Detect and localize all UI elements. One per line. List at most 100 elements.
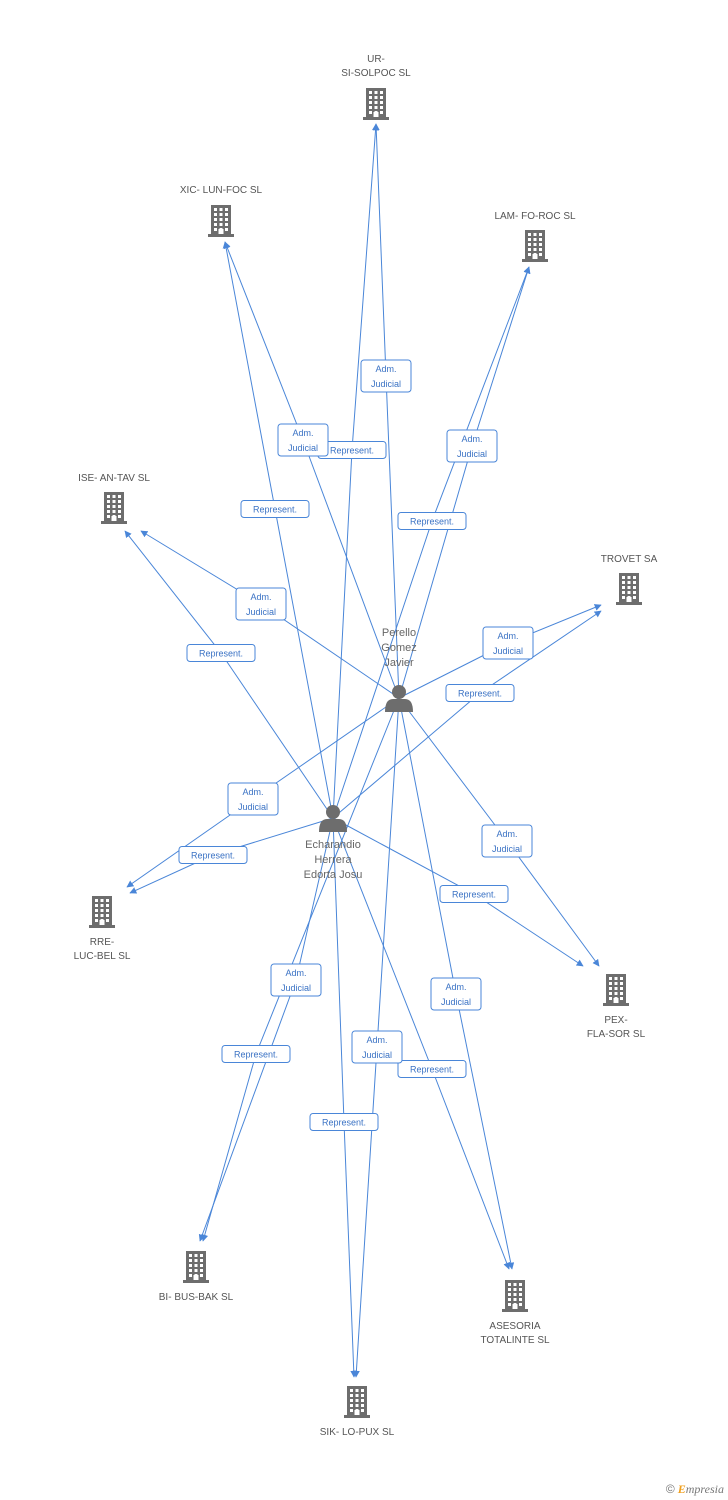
company-node-rre[interactable]: RRE-LUC-BEL SL — [74, 896, 131, 962]
edge-label-box — [235, 587, 287, 621]
edge-line — [332, 610, 602, 819]
edge-label-text: Represent. — [410, 517, 454, 527]
nodes-layer: UR-SI-SOLPOC SL XIC- LUN-FOC SL LAM- FO-RO… — [74, 54, 658, 1438]
edge-label-text: Represent. — [452, 890, 496, 900]
company-name: TOTALINTE SL — [480, 1335, 550, 1346]
edge-label-adm-judicial[interactable]: Adm.Judicial — [270, 963, 322, 997]
edge-label-text: Adm. — [445, 982, 466, 992]
company-name: PEX- — [604, 1015, 627, 1026]
company-node-asesoria[interactable]: ASESORIA TOTALINTE SL — [480, 1280, 550, 1346]
company-node-pex[interactable]: PEX- FLA-SOR SL — [587, 974, 646, 1040]
edge-echarandio-sik — [332, 817, 358, 1378]
building-icon — [522, 230, 548, 262]
edge-label-box — [277, 423, 329, 457]
edge-label-represent[interactable]: Represent. — [186, 644, 256, 662]
edge-label-adm-judicial[interactable]: Adm.Judicial — [235, 587, 287, 621]
edge-echarandio-trovet — [332, 610, 602, 819]
edge-echarandio-ise — [124, 530, 334, 819]
edge-label-text: Represent. — [253, 505, 297, 515]
edge-label-represent[interactable]: Represent. — [397, 1060, 467, 1078]
edge-label-box — [445, 684, 515, 702]
edge-label-adm-judicial[interactable]: Adm. Judicial — [482, 626, 534, 660]
edge-label-represent[interactable]: Represent. — [397, 512, 467, 530]
edge-label-text: Judicial — [281, 983, 311, 993]
edge-label-text: Judicial — [238, 802, 268, 812]
edge-echarandio-xic — [222, 241, 334, 819]
edge-echarandio-lam — [332, 266, 531, 819]
company-name: SIK- LO-PUX SL — [320, 1427, 395, 1438]
building-icon — [363, 88, 389, 120]
edge-label-adm-judicial[interactable]: Adm.Judicial — [446, 429, 498, 463]
company-node-sik[interactable]: SIK- LO-PUX SL — [320, 1386, 395, 1438]
company-name: TROVET SA — [601, 554, 658, 565]
company-name: RRE- — [90, 937, 114, 948]
edge-label-adm-judicial[interactable]: Adm.Judicial — [277, 423, 329, 457]
edge-label-adm-judicial[interactable]: Adm.Judicial — [430, 977, 482, 1011]
edge-label-box — [227, 782, 279, 816]
edge-line — [124, 530, 334, 819]
building-icon — [208, 205, 234, 237]
company-name: FLA-SOR SL — [587, 1029, 646, 1040]
edge-label-text: Adm. — [497, 631, 518, 641]
company-name: ISE- AN-TAV SL — [78, 473, 150, 484]
building-icon — [183, 1251, 209, 1283]
empresia-watermark: ©Empresia — [666, 1482, 724, 1497]
brand-initial: E — [677, 1482, 686, 1496]
edge-label-box — [360, 359, 412, 393]
edge-label-represent[interactable]: Represent. — [439, 885, 509, 903]
company-name: ASESORIA — [489, 1321, 540, 1332]
building-icon — [616, 573, 642, 605]
edges-layer — [124, 123, 602, 1378]
brand-name: mpresia — [685, 1482, 724, 1496]
edge-label-text: Represent. — [410, 1065, 454, 1075]
edge-label-box — [397, 512, 467, 530]
edge-label-box — [481, 824, 533, 858]
building-icon — [89, 896, 115, 928]
edge-label-text: Represent. — [458, 689, 502, 699]
edge-label-text: Judicial — [371, 379, 401, 389]
edge-label-text: Represent. — [330, 446, 374, 456]
edge-label-text: Represent. — [199, 649, 243, 659]
edge-line — [332, 123, 380, 819]
company-node-lam[interactable]: LAM- FO-ROC SL — [494, 211, 576, 262]
edge-perello-ursi — [372, 123, 400, 699]
edge-label-represent[interactable]: Represent. — [309, 1113, 379, 1131]
edge-line — [372, 123, 400, 699]
edge-line — [198, 817, 334, 1242]
edge-label-box — [186, 644, 256, 662]
edge-label-text: Represent. — [322, 1118, 366, 1128]
company-name: BI- BUS-BAK SL — [159, 1292, 234, 1303]
edge-line — [222, 241, 334, 819]
edge-echarandio-bi — [198, 817, 334, 1242]
edge-label-box — [240, 500, 310, 518]
edge-label-box — [178, 846, 248, 864]
edge-label-adm-judicial[interactable]: Adm.Judicial — [227, 782, 279, 816]
edge-label-adm-judicial[interactable]: Adm.Judicial — [351, 1030, 403, 1064]
edge-label-box — [446, 429, 498, 463]
person-icon — [319, 805, 347, 832]
company-node-xic[interactable]: XIC- LUN-FOC SL — [180, 185, 263, 237]
edge-label-represent[interactable]: Represent. — [445, 684, 515, 702]
company-name: UR- — [367, 54, 385, 65]
edge-label-represent[interactable]: Represent. — [178, 846, 248, 864]
edge-label-adm-judicial[interactable]: Adm.Judicial — [481, 824, 533, 858]
company-node-trovet[interactable]: TROVET SA — [601, 554, 658, 605]
building-icon — [502, 1280, 528, 1312]
edge-label-text: Judicial — [493, 646, 523, 656]
edge-perello-xic — [224, 241, 400, 699]
edge-label-represent[interactable]: Represent. — [221, 1045, 291, 1063]
edge-label-text: Adm. — [461, 434, 482, 444]
company-node-bi[interactable]: BI- BUS-BAK SL — [159, 1251, 234, 1303]
edge-label-box — [439, 885, 509, 903]
edge-echarandio-ursi — [332, 123, 380, 819]
edge-label-text: Adm. — [366, 1035, 387, 1045]
company-node-ise[interactable]: ISE- AN-TAV SL — [78, 473, 150, 524]
edge-label-represent[interactable]: Represent. — [317, 441, 387, 459]
company-node-ursi[interactable]: UR-SI-SOLPOC SL — [341, 54, 411, 120]
edge-label-represent[interactable]: Represent. — [240, 500, 310, 518]
edge-label-adm-judicial[interactable]: Adm.Judicial — [360, 359, 412, 393]
copyright-symbol: © — [665, 1482, 675, 1496]
edge-label-text: Judicial — [288, 443, 318, 453]
